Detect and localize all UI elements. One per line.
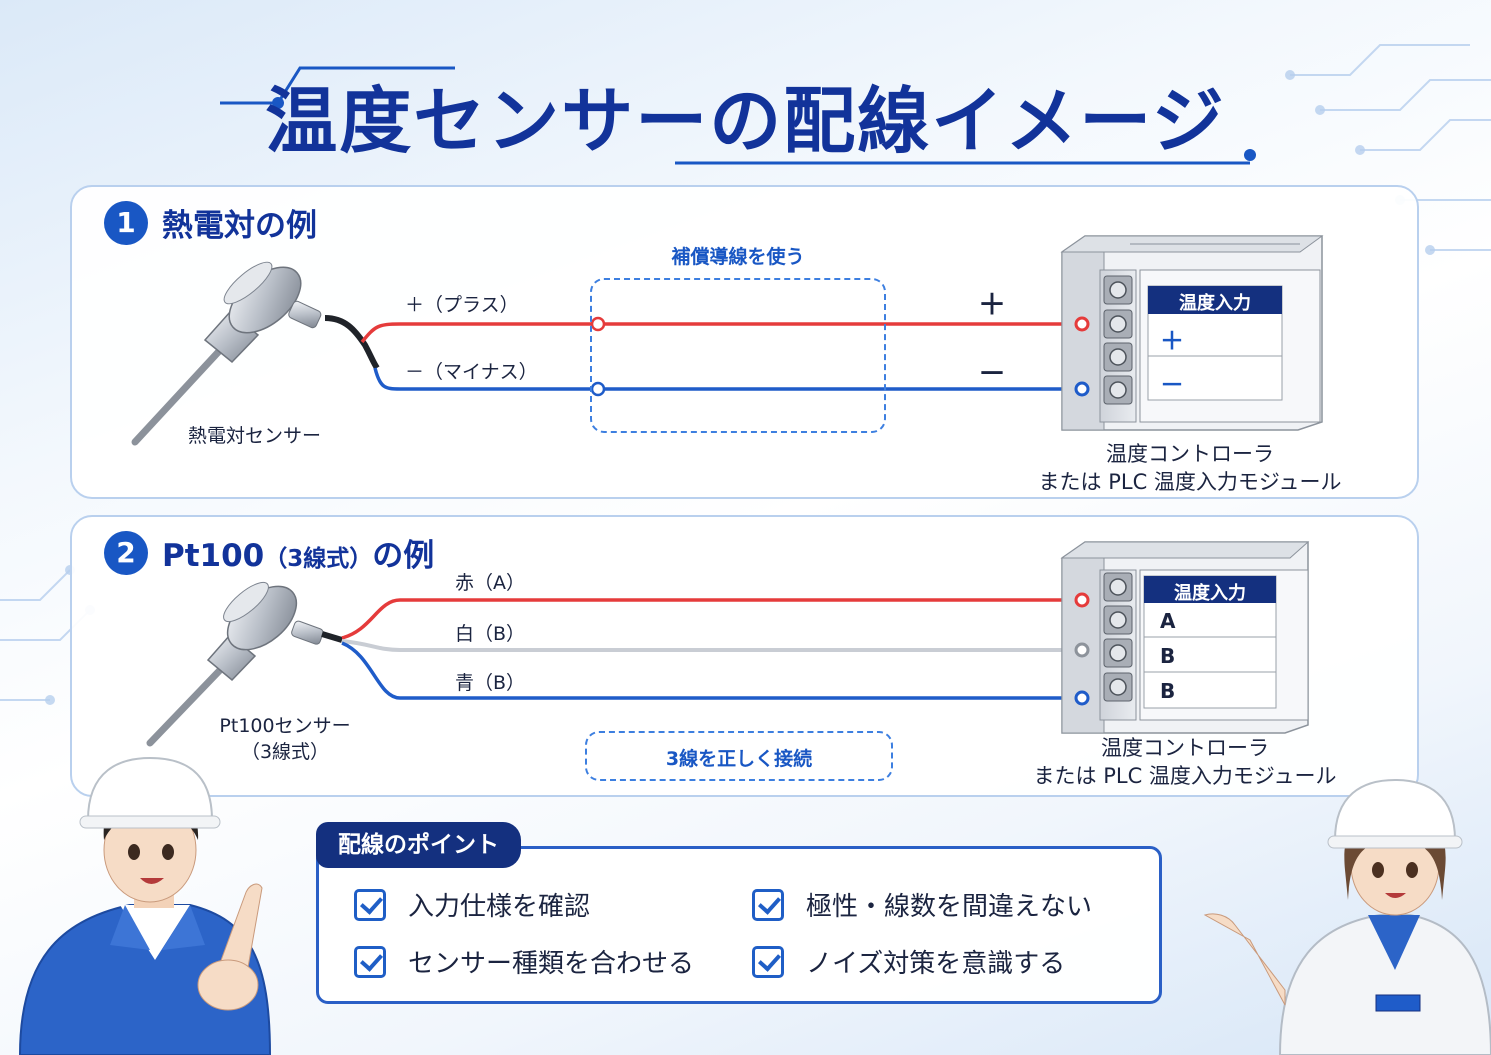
pt100-sensor-label-line1: Pt100センサー: [219, 715, 351, 737]
terminal1-row-minus: －: [1160, 371, 1184, 399]
device-minus-sign: －: [978, 357, 1007, 390]
wiring-points-box: [316, 846, 1162, 1004]
thermocouple-sensor-label: 熱電対センサー: [188, 425, 322, 447]
point-item: ノイズ対策を意識する: [752, 943, 1065, 980]
section2-header: 2 Pt100（3線式）の例: [104, 530, 434, 575]
plus-wire-label: ＋（プラス）: [405, 294, 519, 316]
checkbox-checked-icon: [354, 945, 386, 978]
point-item: センサー種類を合わせる: [354, 943, 694, 980]
terminal2-row-b1: B: [1160, 644, 1176, 668]
device-plus-sign: ＋: [978, 288, 1007, 321]
wire-white-label: 白（B）: [455, 623, 526, 645]
point-text: ノイズ対策を意識する: [806, 949, 1066, 979]
checkbox-checked-icon: [752, 945, 784, 978]
device1-caption-line2: または PLC 温度入力モジュール: [1038, 470, 1342, 494]
terminal1-title: 温度入力: [1179, 293, 1251, 314]
device2-caption-line2: または PLC 温度入力モジュール: [1033, 764, 1337, 788]
terminal2-row-b2: B: [1160, 679, 1176, 703]
section2-number: 2: [104, 530, 148, 575]
compensating-wire-box: [590, 278, 886, 433]
section2-title: Pt100（3線式）の例: [162, 530, 434, 575]
section1-header: 1 熱電対の例: [104, 200, 317, 245]
device1-caption-line1: 温度コントローラ: [1106, 442, 1274, 466]
section2-title-paren: （3線式）: [264, 546, 373, 572]
connect-box: [585, 731, 893, 781]
section2-title-tail: の例: [372, 538, 435, 574]
point-text: 入力仕様を確認: [408, 892, 591, 922]
wire-red-label: 赤（A）: [455, 572, 525, 594]
page-title: 温度センサーの配線イメージ: [265, 79, 1226, 163]
terminal2-title: 温度入力: [1174, 583, 1246, 604]
compensating-wire-label: 補償導線を使う: [671, 246, 805, 268]
checkbox-checked-icon: [752, 888, 784, 921]
point-item: 極性・線数を間違えない: [752, 886, 1092, 923]
terminal1-row-plus: ＋: [1160, 327, 1184, 355]
checkbox-checked-icon: [354, 888, 386, 921]
point-text: 極性・線数を間違えない: [806, 892, 1093, 922]
section2-title-main: Pt100: [162, 538, 265, 574]
point-item: 入力仕様を確認: [354, 886, 590, 923]
pt100-sensor-label-line2: （3線式）: [240, 741, 330, 763]
section1-number: 1: [104, 200, 148, 245]
terminal2-row-a: A: [1160, 609, 1176, 633]
wire-blue-label: 青（B）: [455, 672, 526, 694]
minus-wire-label: －（マイナス）: [405, 361, 538, 383]
wiring-points-title: 配線のポイント: [316, 822, 521, 868]
connect-label: 3線を正しく接続: [665, 748, 813, 770]
point-text: センサー種類を合わせる: [408, 949, 695, 979]
section1-title: 熱電対の例: [162, 208, 317, 244]
device2-caption-line1: 温度コントローラ: [1101, 736, 1269, 760]
